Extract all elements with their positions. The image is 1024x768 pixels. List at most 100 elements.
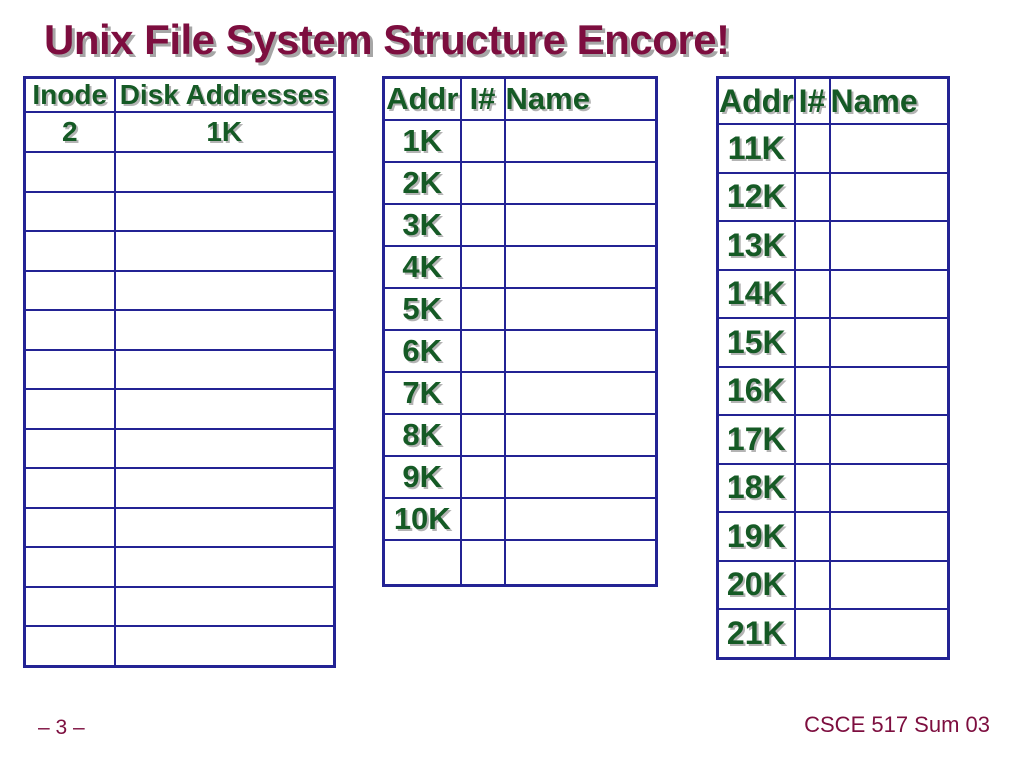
table-row bbox=[23, 190, 336, 232]
inum-cell bbox=[793, 414, 831, 465]
name-cell bbox=[503, 119, 658, 163]
table-row bbox=[23, 230, 336, 272]
table-row bbox=[23, 348, 336, 390]
name-cell bbox=[503, 539, 658, 587]
inode-cell bbox=[23, 546, 116, 588]
table-row: 6K bbox=[382, 329, 658, 373]
addr-cell: 6K bbox=[382, 329, 462, 373]
addr-cell: 21K bbox=[716, 608, 796, 659]
inum-cell bbox=[793, 220, 831, 271]
block-table-1: Addr I# Name 1K 2K 3K 4K 5K 6K 7K 8K 9K … bbox=[382, 76, 658, 587]
table-row: 3K bbox=[382, 203, 658, 247]
addr-cell: 2K bbox=[382, 161, 462, 205]
name-cell bbox=[503, 497, 658, 541]
table-row: 20K bbox=[716, 559, 950, 610]
disk-address-cell bbox=[113, 546, 336, 588]
name-cell bbox=[828, 317, 950, 368]
table-row: 1K bbox=[382, 119, 658, 163]
name-cell bbox=[828, 268, 950, 319]
addr-cell: 14K bbox=[716, 268, 796, 319]
inode-cell bbox=[23, 269, 116, 311]
inum-cell bbox=[459, 539, 506, 587]
name-cell bbox=[503, 455, 658, 499]
inode-cell bbox=[23, 585, 116, 627]
table-row: 13K bbox=[716, 220, 950, 271]
name-cell bbox=[503, 245, 658, 289]
addr-cell: 8K bbox=[382, 413, 462, 457]
disk-address-cell bbox=[113, 625, 336, 667]
inum-cell bbox=[459, 413, 506, 457]
column-header-name: Name bbox=[828, 76, 950, 125]
addr-cell: 4K bbox=[382, 245, 462, 289]
page-number: – 3 – bbox=[38, 716, 85, 739]
course-label: CSCE 517 Sum 03 bbox=[804, 712, 990, 737]
table-row: 15K bbox=[716, 317, 950, 368]
disk-address-cell bbox=[113, 585, 336, 627]
table-row: 18K bbox=[716, 462, 950, 513]
addr-cell: 20K bbox=[716, 559, 796, 610]
table-row bbox=[23, 467, 336, 509]
disk-address-cell bbox=[113, 506, 336, 548]
name-cell bbox=[828, 414, 950, 465]
inode-cell bbox=[23, 151, 116, 193]
table-row: 19K bbox=[716, 511, 950, 562]
name-cell bbox=[828, 511, 950, 562]
name-cell bbox=[503, 329, 658, 373]
table-row bbox=[23, 585, 336, 627]
addr-cell: 17K bbox=[716, 414, 796, 465]
inode-cell: 2 bbox=[23, 111, 116, 153]
inum-cell bbox=[793, 171, 831, 222]
inum-cell bbox=[459, 329, 506, 373]
addr-cell: 7K bbox=[382, 371, 462, 415]
addr-cell: 9K bbox=[382, 455, 462, 499]
table-row bbox=[23, 506, 336, 548]
disk-address-cell bbox=[113, 269, 336, 311]
name-cell bbox=[828, 462, 950, 513]
disk-address-cell bbox=[113, 348, 336, 390]
addr-cell bbox=[382, 539, 462, 587]
disk-address-cell bbox=[113, 230, 336, 272]
inode-cell bbox=[23, 348, 116, 390]
inum-cell bbox=[793, 268, 831, 319]
inum-cell bbox=[793, 317, 831, 368]
table-row: 17K bbox=[716, 414, 950, 465]
inum-cell bbox=[459, 161, 506, 205]
name-cell bbox=[828, 220, 950, 271]
addr-cell: 16K bbox=[716, 365, 796, 416]
column-header-inum: I# bbox=[459, 76, 506, 121]
disk-address-cell: 1K bbox=[113, 111, 336, 153]
table-row bbox=[23, 151, 336, 193]
inode-table: Inode Disk Addresses 2 1K bbox=[23, 76, 336, 668]
addr-cell: 13K bbox=[716, 220, 796, 271]
column-header-name: Name bbox=[503, 76, 658, 121]
disk-address-cell bbox=[113, 388, 336, 430]
header-row: Addr I# Name bbox=[716, 76, 950, 125]
table-row: 4K bbox=[382, 245, 658, 289]
inum-cell bbox=[459, 497, 506, 541]
inum-cell bbox=[793, 559, 831, 610]
column-header-inum: I# bbox=[793, 76, 831, 125]
column-header-addr: Addr bbox=[716, 76, 796, 125]
disk-address-cell bbox=[113, 427, 336, 469]
inode-cell bbox=[23, 190, 116, 232]
addr-cell: 5K bbox=[382, 287, 462, 331]
name-cell bbox=[828, 559, 950, 610]
table-row: 11K bbox=[716, 123, 950, 174]
table-row: 2K bbox=[382, 161, 658, 205]
addr-cell: 10K bbox=[382, 497, 462, 541]
disk-address-cell bbox=[113, 151, 336, 193]
table-row: 5K bbox=[382, 287, 658, 331]
addr-cell: 18K bbox=[716, 462, 796, 513]
table-row bbox=[23, 388, 336, 430]
inode-cell bbox=[23, 506, 116, 548]
table-row: 7K bbox=[382, 371, 658, 415]
name-cell bbox=[828, 608, 950, 659]
table-row: 14K bbox=[716, 268, 950, 319]
inum-cell bbox=[793, 608, 831, 659]
disk-address-cell bbox=[113, 190, 336, 232]
addr-cell: 1K bbox=[382, 119, 462, 163]
inode-cell bbox=[23, 467, 116, 509]
inode-cell bbox=[23, 388, 116, 430]
inum-cell bbox=[459, 371, 506, 415]
inum-cell bbox=[793, 123, 831, 174]
